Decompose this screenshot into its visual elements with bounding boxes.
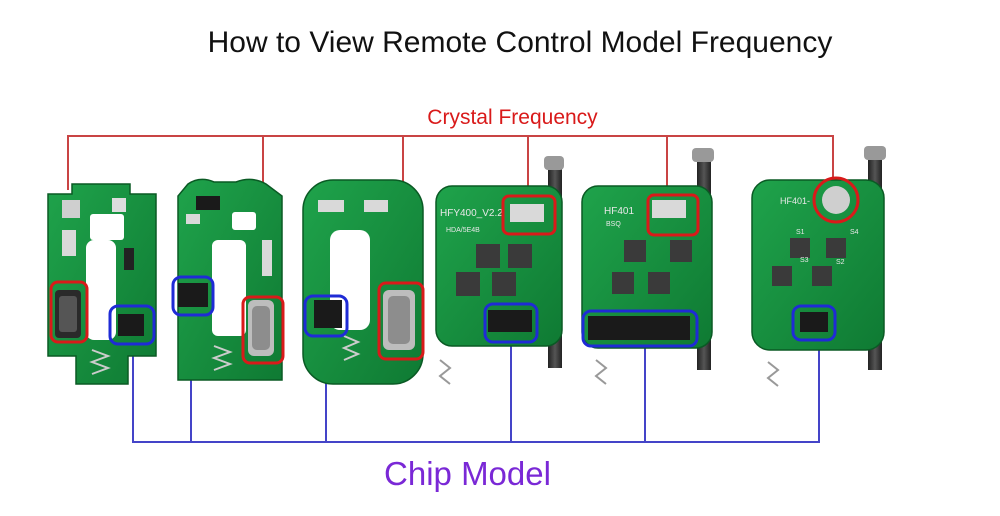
- button-label-s2: S2: [836, 259, 845, 266]
- crystal-highlights: [49, 176, 860, 365]
- board-6-silkscreen: HF401-: [780, 196, 810, 206]
- crystal-frequency-label: Crystal Frequency: [427, 106, 598, 129]
- board-6-buttons: [772, 238, 846, 286]
- pcb-board-4: HFY400_V2.2 HDA/5E4B: [435, 156, 564, 385]
- pcb-board-1: [47, 183, 157, 385]
- chip-box-5: [581, 309, 699, 348]
- chip-box-2: [171, 275, 215, 317]
- button-label-s4: S4: [850, 229, 859, 236]
- crystal-box-5: [646, 193, 700, 237]
- chip-model-label: Chip Model: [384, 455, 551, 492]
- board-5-subtext: BSQ: [606, 221, 621, 228]
- crystal-box-3: [377, 281, 425, 361]
- board-4-silkscreen: HFY400_V2.2: [440, 208, 503, 219]
- crystal-box-6: [812, 176, 860, 224]
- button-label-s3: S3: [800, 257, 809, 264]
- board-5-silkscreen: HF401: [604, 206, 634, 217]
- chip-box-4: [483, 302, 539, 344]
- board-5-buttons: [612, 240, 692, 294]
- chip-box-3: [303, 294, 349, 338]
- pcb-board-6: HF401- S1 S2 S3 S4: [751, 146, 886, 387]
- pcb-board-2: [177, 178, 283, 381]
- crystal-box-4: [501, 194, 557, 236]
- pcb-board-5: HF401 BSQ: [581, 148, 714, 385]
- pcb-board-3: [302, 179, 424, 385]
- crystal-box-1: [49, 280, 89, 344]
- board-4-subtext: HDA/5E4B: [446, 227, 480, 234]
- chip-highlights: [108, 275, 837, 348]
- chip-box-6: [791, 304, 837, 342]
- chip-box-1: [108, 304, 156, 346]
- page-title: How to View Remote Control Model Frequen…: [207, 26, 833, 59]
- crystal-box-2: [241, 295, 285, 365]
- board-4-buttons: [456, 244, 532, 296]
- button-label-s1: S1: [796, 229, 805, 236]
